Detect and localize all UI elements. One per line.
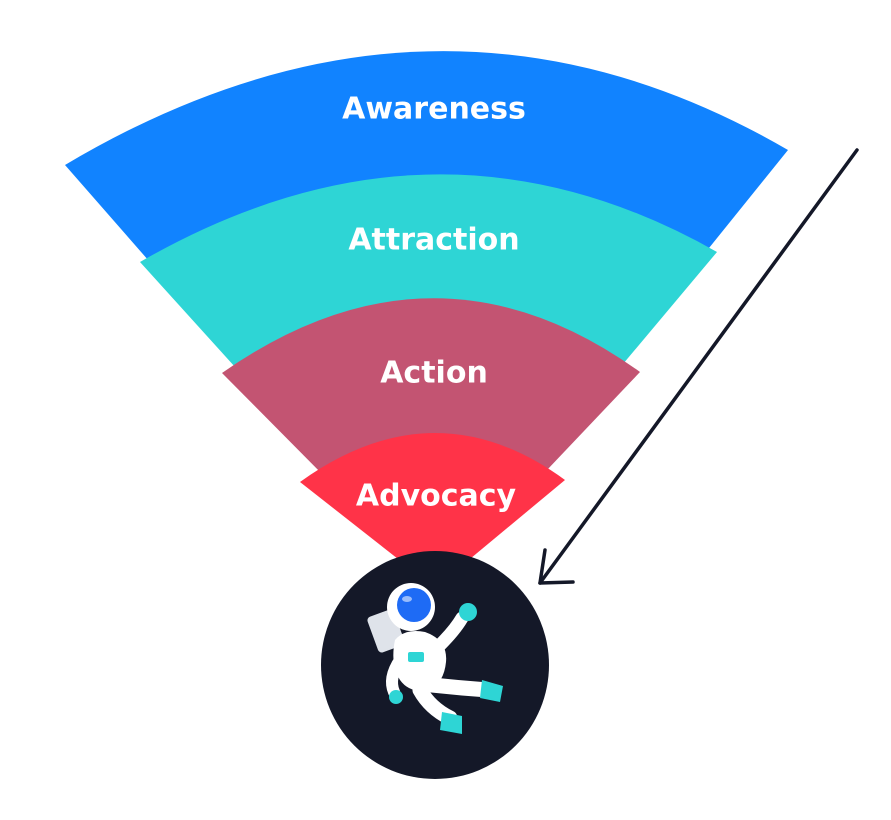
stage-label-advocacy: Advocacy [356, 479, 517, 514]
astronaut-icon [367, 583, 503, 734]
stage-label-action: Action [380, 356, 488, 391]
arrow-icon [538, 148, 859, 585]
stage-label-awareness: Awareness [342, 92, 526, 127]
stage-label-attraction: Attraction [348, 223, 519, 258]
advocacy-band [300, 432, 565, 588]
